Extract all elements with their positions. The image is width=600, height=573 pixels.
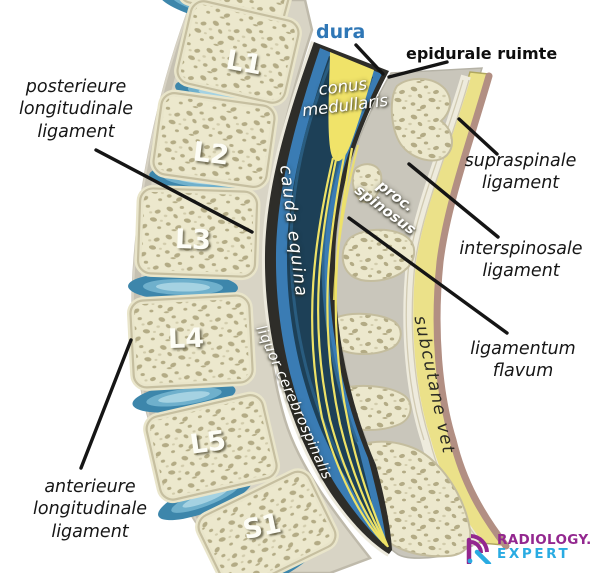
logo-brand-bottom: EXPERT (497, 545, 571, 562)
spinous-process (390, 77, 453, 162)
label-ligamentum-flavum: ligamentum flavum (470, 339, 576, 382)
leader-interspinal-ligament (407, 162, 500, 239)
cauda-equina-nerves (311, 144, 390, 548)
spinous-process (341, 228, 416, 282)
vertebra-label-l3: L3 (174, 223, 212, 257)
radiology-expert-logo: RADIOLOGY. EXPERT (465, 532, 592, 564)
leader-lines (79, 43, 509, 470)
vertebra-label-l1: L1 (223, 44, 265, 82)
vertebra-body (195, 468, 339, 573)
vertebra-label-l4: L4 (167, 322, 205, 356)
vertebra-body (143, 391, 281, 504)
leader-epidural-space (387, 60, 449, 79)
label-epidural-space: epidurale ruimte (406, 44, 558, 63)
vertebra-label-l5: L5 (188, 425, 228, 461)
vertebra-body (174, 0, 302, 107)
leader-dura (354, 43, 385, 76)
conus-medullaris-shape (328, 52, 374, 162)
label-anterior-longitudinal-ligament: anterieure longitudinale ligament (33, 477, 147, 542)
logo-brand-top: RADIOLOGY. (497, 532, 592, 548)
vertebra-body (134, 184, 261, 281)
spinous-processes (329, 77, 472, 558)
label-posterior-longitudinal-ligament: posterieure longitudinale ligament (19, 77, 133, 142)
spinal-canal (261, 40, 392, 557)
leader-posterior-longitudinal-ligament (94, 148, 254, 234)
logo-r-icon (466, 534, 492, 564)
csf-space (286, 56, 378, 530)
vertebral-bodies (126, 0, 339, 573)
label-interspinal-ligament: interspinosale ligament (459, 239, 583, 282)
leader-ligamentum-flavum (347, 216, 509, 335)
vertebra-label-l2: L2 (191, 136, 231, 172)
vertebra-body (126, 292, 257, 391)
leader-anterior-longitudinal-ligament (79, 338, 133, 470)
vertebra-body (150, 89, 278, 191)
label-supraspinal-ligament: supraspinale ligament (464, 151, 577, 194)
skin-line (433, 72, 510, 550)
leader-supraspinal-ligament (457, 117, 499, 156)
facet-bone (351, 163, 383, 203)
label-dura: dura (316, 21, 366, 43)
